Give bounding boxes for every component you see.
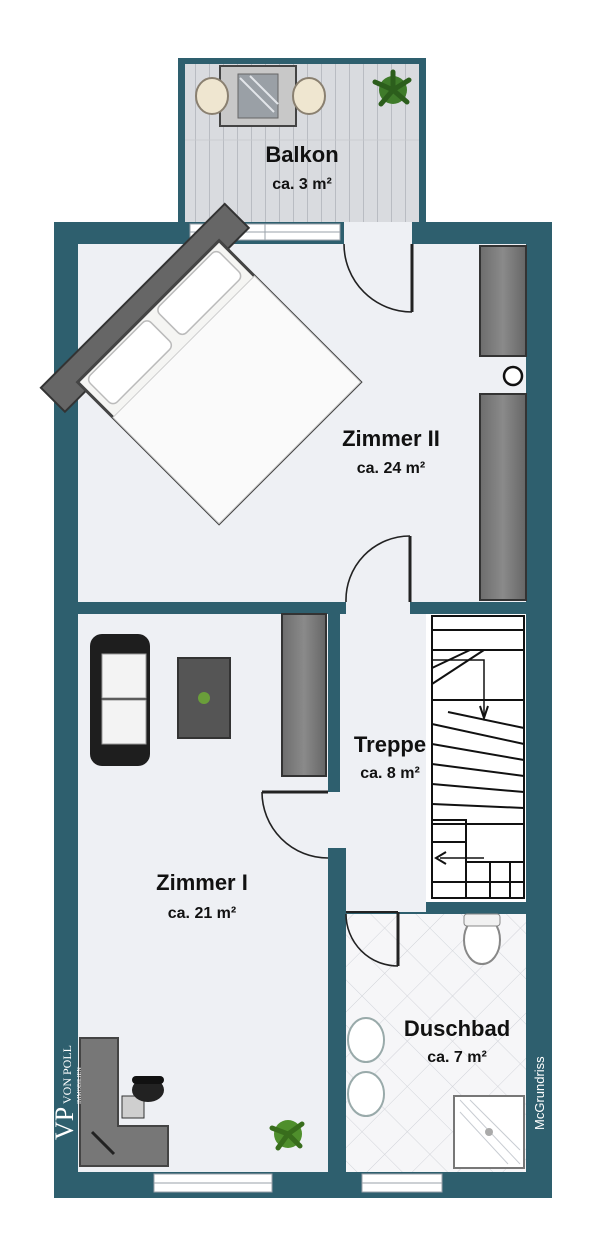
room-name: Zimmer II	[342, 426, 440, 451]
dining-table-icon	[195, 65, 326, 127]
room-label-duschbad: Duschbad ca. 7 m²	[404, 1016, 510, 1066]
room-floors	[78, 244, 526, 1172]
room-area: ca. 8 m²	[360, 765, 420, 782]
toilet-icon	[463, 913, 501, 965]
room-label-treppe: Treppe ca. 8 m²	[354, 732, 426, 782]
room-area: ca. 21 m²	[168, 905, 236, 922]
room-label-balkon: Balkon ca. 3 m²	[265, 142, 338, 193]
room-name: Balkon	[265, 142, 338, 167]
desk-icon	[79, 1037, 169, 1167]
room-label-zimmer-ii: Zimmer II ca. 24 m²	[342, 426, 440, 477]
plant-icon	[372, 69, 412, 107]
logo-letters: VP	[50, 1107, 79, 1140]
office-chair-icon	[132, 1076, 164, 1102]
room-name: Treppe	[354, 732, 426, 757]
staircase-icon	[431, 615, 525, 899]
balcony-door	[344, 222, 412, 244]
logo-sub: IMMOBILIEN	[77, 1067, 83, 1104]
logo-name: VON POLL	[60, 1045, 74, 1104]
plant-icon	[269, 1120, 305, 1151]
shower-icon	[453, 1095, 525, 1169]
room-name: Zimmer I	[156, 870, 248, 895]
zimmer1-door	[326, 792, 342, 848]
doors	[261, 222, 414, 967]
bed-icon	[39, 202, 363, 526]
room-area: ca. 24 m²	[357, 460, 425, 477]
sofa-icon	[90, 634, 150, 766]
interior-walls	[78, 602, 526, 1172]
zimmer2-door	[346, 600, 410, 616]
room-label-zimmer-i: Zimmer I ca. 21 m²	[156, 870, 248, 922]
room-area: ca. 3 m²	[272, 176, 332, 193]
sink-icon	[347, 1017, 385, 1117]
von-poll-logo: VP VON POLL IMMOBILIEN	[50, 1045, 83, 1140]
wardrobe-icon	[479, 245, 527, 601]
room-area: ca. 7 m²	[427, 1049, 487, 1066]
credit-text: McGrundriss	[532, 1056, 547, 1130]
room-name: Duschbad	[404, 1016, 510, 1041]
coffee-table-icon	[172, 652, 236, 744]
credit-label: McGrundriss	[532, 1056, 547, 1130]
wardrobe-icon	[281, 613, 327, 777]
